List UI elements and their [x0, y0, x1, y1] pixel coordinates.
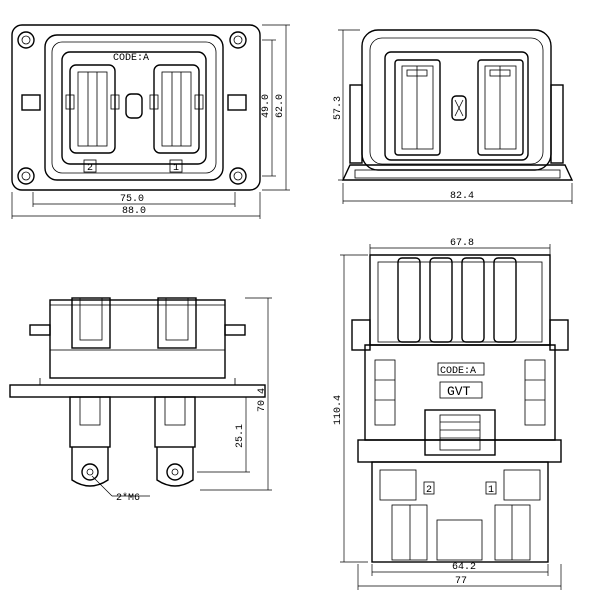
dim-64-2: 64.2 [452, 562, 476, 573]
dim-75: 75.0 [120, 194, 144, 205]
mating-face-view: 57.3 82.4 [333, 29, 574, 204]
top-view: CODE:A GVT 2 1 67.8 110.4 [333, 238, 569, 590]
dim-82-4: 82.4 [450, 191, 474, 202]
code-label-bottom: CODE:A [440, 366, 476, 377]
bolt-label: 2*M6 [116, 492, 140, 504]
dim-62: 62.0 [275, 94, 286, 118]
dim-77: 77 [455, 576, 467, 587]
slot-2-label: 2 [87, 163, 93, 174]
slot-1-label: 1 [173, 163, 179, 174]
dim-49: 49.0 [261, 94, 272, 118]
dim-25-1: 25.1 [235, 424, 246, 448]
dim-110-4: 110.4 [333, 395, 344, 425]
dim-57-3: 57.3 [333, 96, 344, 120]
dim-70-4: 70.4 [257, 388, 268, 412]
slot-1-label-bottom: 1 [488, 485, 494, 496]
slot-2-label-bottom: 2 [426, 485, 432, 496]
code-label-top: CODE:A [113, 53, 149, 64]
side-view: 2*M6 25.1 70.4 [9, 297, 272, 504]
dim-88: 88.0 [122, 206, 146, 217]
front-view: CODE:A 2 1 75.0 88.0 49.0 62.0 [11, 24, 290, 219]
dim-67-8: 67.8 [450, 238, 474, 249]
brand-label: GVT [447, 384, 471, 399]
